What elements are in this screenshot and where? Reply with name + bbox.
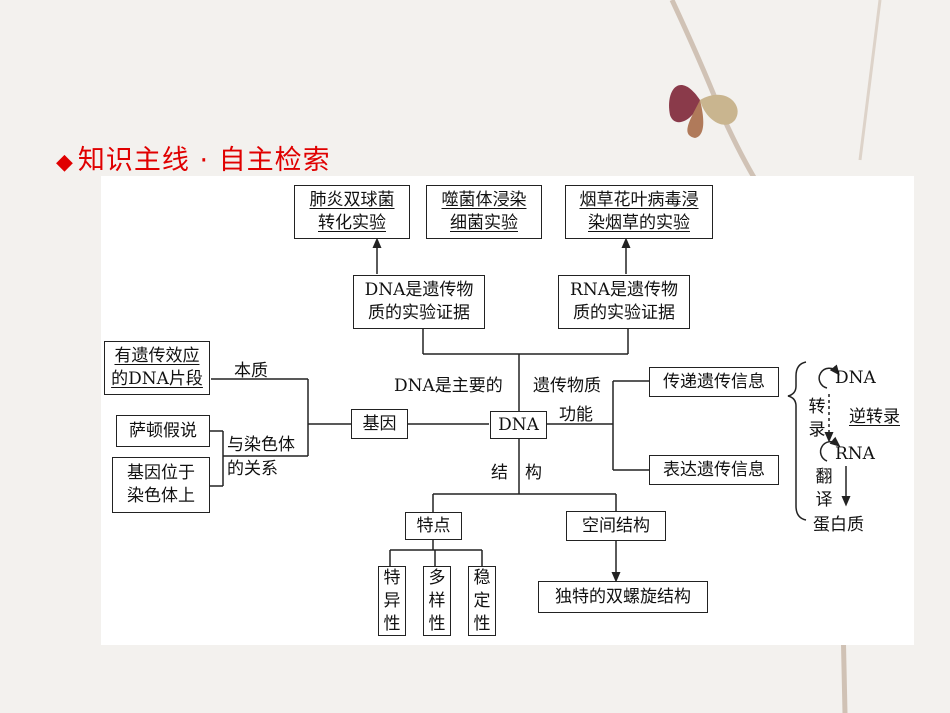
main-material-label-right: 遗传物质 bbox=[533, 376, 601, 396]
gene-box: 基因 bbox=[351, 409, 408, 439]
box-line: 肺炎双球菌 bbox=[309, 190, 395, 210]
box-line: 噬菌体浸染 bbox=[441, 190, 527, 210]
transmit-info-box: 传递遗传信息 bbox=[649, 367, 779, 397]
vertical-text: 特异性 bbox=[383, 567, 401, 634]
sutton-hypothesis-box: 萨顿假说 bbox=[116, 415, 210, 447]
branch-decoration-thin bbox=[858, 0, 882, 161]
diversity-box: 多样性 bbox=[423, 566, 451, 636]
specificity-box: 特异性 bbox=[378, 566, 406, 636]
rna-evidence-box: RNA是遗传物质的实验证据 bbox=[558, 275, 690, 329]
label-line: 与染色体 bbox=[227, 435, 295, 455]
box-line: 染色体上 bbox=[127, 486, 195, 506]
main-material-label-left: DNA是主要的 bbox=[394, 376, 503, 396]
function-label: 功能 bbox=[559, 405, 593, 425]
diamond-bullet-icon: ◆ bbox=[56, 150, 74, 175]
box-line: 细菌实验 bbox=[450, 213, 518, 233]
protein-label: 蛋白质 bbox=[813, 515, 864, 535]
dogma-rna-label: RNA bbox=[835, 444, 875, 464]
genetic-effect-box: 有遗传效应的DNA片段 bbox=[104, 341, 210, 395]
connector-lines bbox=[209, 237, 851, 583]
box-line: 质的实验证据 bbox=[572, 303, 675, 323]
butterfly-decoration bbox=[669, 84, 738, 138]
vertical-text: 多样性 bbox=[428, 567, 446, 634]
box-line: 特点 bbox=[416, 515, 451, 536]
box-line: 转化实验 bbox=[318, 213, 386, 233]
box-line: DNA是遗传物 bbox=[364, 280, 474, 300]
double-helix-box: 独特的双螺旋结构 bbox=[538, 581, 708, 613]
express-info-box: 表达遗传信息 bbox=[649, 455, 779, 485]
label-line: 的关系 bbox=[227, 459, 278, 479]
box-line: 的DNA片段 bbox=[111, 369, 203, 389]
section-title-text: 知识主线 · 自主检索 bbox=[77, 145, 331, 176]
box-line: 有遗传效应 bbox=[114, 346, 200, 366]
spatial-structure-box: 空间结构 bbox=[566, 511, 666, 541]
box-line: 表达遗传信息 bbox=[663, 459, 765, 480]
box-line: 传递遗传信息 bbox=[663, 371, 765, 392]
structure-label-2: 构 bbox=[525, 463, 542, 483]
phage-experiment-box: 噬菌体浸染细菌实验 bbox=[426, 185, 542, 239]
section-title: ◆知识主线 · 自主检索 bbox=[56, 138, 331, 177]
transcription-label: 转录 bbox=[808, 397, 826, 440]
box-line: 基因 bbox=[362, 413, 397, 434]
vertical-text: 稳定性 bbox=[473, 567, 491, 634]
gene-on-chromosome-box: 基因位于染色体上 bbox=[112, 457, 210, 513]
essence-label: 本质 bbox=[234, 361, 268, 381]
dna-evidence-box: DNA是遗传物质的实验证据 bbox=[353, 275, 485, 329]
box-line: RNA是遗传物 bbox=[570, 280, 678, 300]
chromosome-relation-label: 与染色体的关系 bbox=[227, 433, 295, 481]
stability-box: 稳定性 bbox=[468, 566, 496, 636]
dna-center-box: DNA bbox=[490, 411, 547, 439]
concept-map-panel: 肺炎双球菌转化实验 噬菌体浸染细菌实验 烟草花叶病毒浸染烟草的实验 DNA是遗传… bbox=[101, 176, 914, 645]
box-line: 独特的双螺旋结构 bbox=[555, 586, 691, 607]
box-line: 空间结构 bbox=[582, 515, 650, 536]
box-line: 染烟草的实验 bbox=[588, 213, 690, 233]
box-line: DNA bbox=[498, 414, 539, 435]
box-line: 质的实验证据 bbox=[367, 303, 470, 323]
translation-label: 翻译 bbox=[815, 467, 833, 510]
reverse-transcription-label: 逆转录 bbox=[849, 407, 900, 427]
box-line: 萨顿假说 bbox=[129, 420, 197, 441]
features-box: 特点 bbox=[405, 512, 462, 540]
dogma-dna-label: DNA bbox=[835, 368, 876, 388]
box-line: 烟草花叶病毒浸 bbox=[579, 190, 699, 210]
pneumococcus-experiment-box: 肺炎双球菌转化实验 bbox=[294, 185, 410, 239]
structure-label-1: 结 bbox=[491, 463, 508, 483]
box-line: 基因位于 bbox=[127, 463, 195, 483]
tmv-experiment-box: 烟草花叶病毒浸染烟草的实验 bbox=[565, 185, 713, 239]
